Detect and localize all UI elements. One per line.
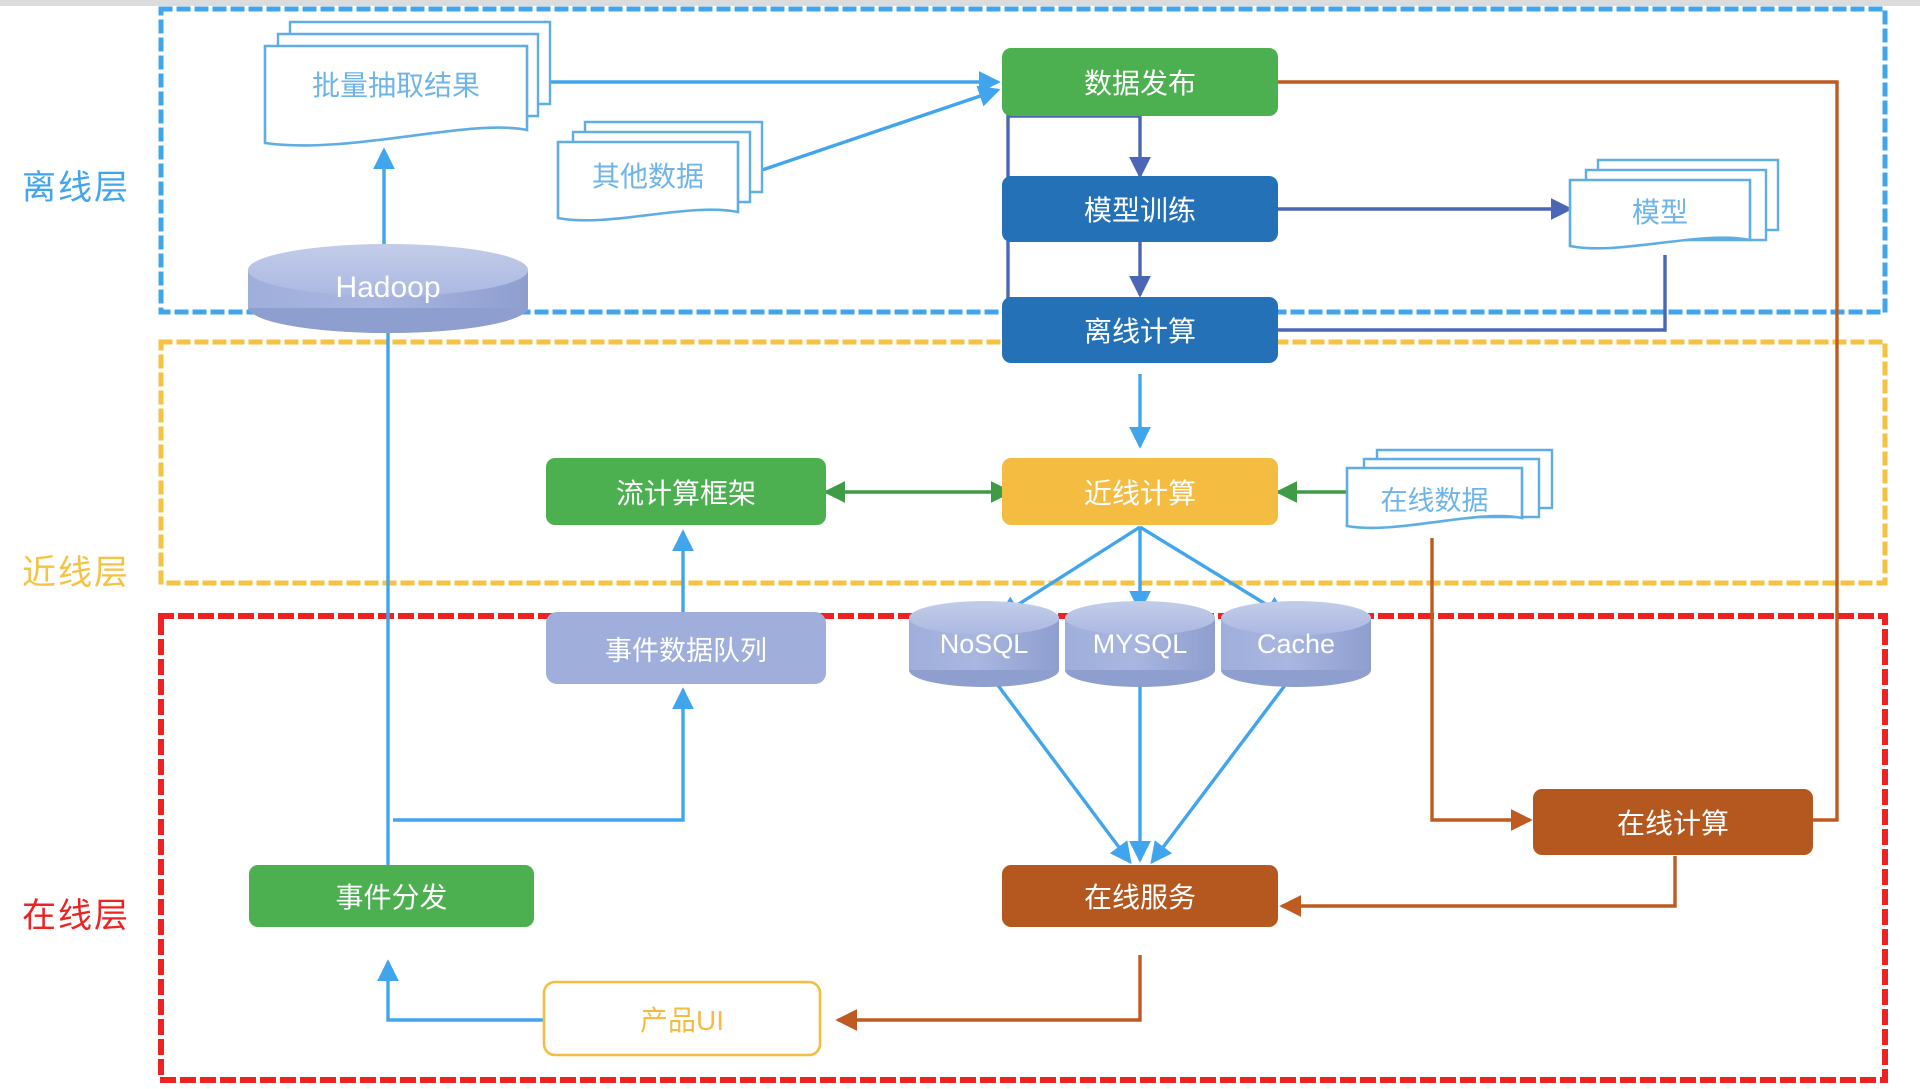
node-nearline-compute[interactable] [1002,458,1278,525]
node-event-queue[interactable] [546,612,826,684]
layer-label-offline: 离线层 [22,169,130,207]
edge-cache-to-onlineservice [1150,670,1297,865]
edge-onlinedata-to-onlinecompute [1430,538,1533,831]
node-other-data[interactable] [556,120,764,222]
node-batch-extract-result[interactable] [263,20,552,147]
node-stream-framework[interactable] [546,458,826,525]
edge-nosql-to-onlineservice [986,670,1132,865]
node-cache[interactable] [1221,601,1371,687]
edge-otherdata-to-publish [761,85,1001,172]
layer-label-online: 在线层 [22,897,130,935]
layer-label-nearline: 近线层 [22,554,130,592]
node-product-ui[interactable] [542,980,822,1057]
node-offline-compute[interactable] [1002,297,1278,363]
edge-nearline-to-nosql [997,525,1141,618]
node-model-training[interactable] [1002,176,1278,242]
edge-onlinecompute-to-onlineservice [1279,856,1677,917]
node-mysql[interactable] [1065,601,1215,687]
edge-eventdispatch-to-eventqueue [393,687,694,822]
edge-productui-to-eventdispatch [377,959,546,1022]
node-online-service[interactable] [1002,865,1278,927]
edge-nearline-to-cache [1139,525,1288,618]
edge-model-to-offlinecompute [1189,255,1667,341]
node-nosql[interactable] [909,601,1059,687]
node-model[interactable] [1568,158,1780,250]
edge-onlineservice-to-productui [835,955,1142,1031]
node-data-publish[interactable] [1002,48,1278,116]
node-online-compute[interactable] [1533,789,1813,855]
window-top-strip [0,0,1920,6]
node-hadoop[interactable] [248,244,528,333]
node-online-data[interactable] [1345,448,1554,530]
node-event-dispatch[interactable] [249,865,534,927]
